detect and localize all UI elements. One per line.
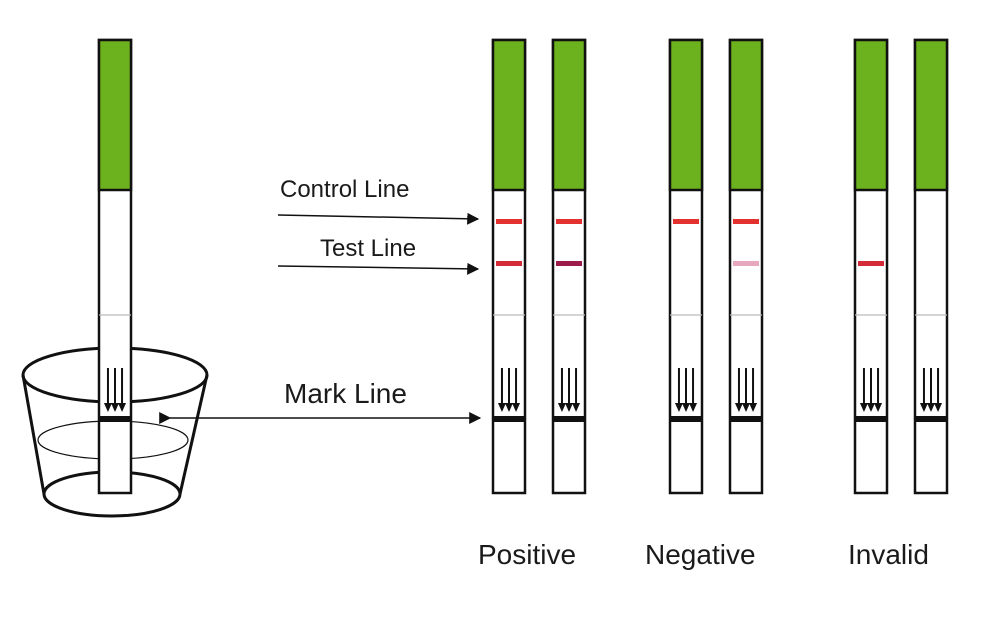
- result-strip-positive: [551, 38, 587, 495]
- mark-line-label: Mark Line: [284, 378, 407, 409]
- strip-handle: [491, 38, 527, 192]
- control-line-mark: [556, 219, 582, 224]
- test-line-mark: [556, 261, 582, 266]
- flow-arrow-head: [565, 403, 573, 412]
- control-line-label: Control Line: [280, 176, 409, 203]
- dipped-strip: [97, 38, 133, 495]
- flow-arrow-head: [734, 403, 743, 412]
- mark-line: [855, 416, 887, 422]
- flow-arrow-head: [867, 403, 875, 412]
- strip-handle: [728, 38, 764, 192]
- flow-arrow-head: [874, 403, 883, 412]
- group-label-invalid: Invalid: [848, 539, 929, 570]
- mark-line: [553, 416, 585, 422]
- strip-handle: [97, 38, 133, 192]
- cup-side-left: [21, 374, 46, 495]
- group-label-positive: Positive: [478, 539, 576, 570]
- control-line-mark: [496, 219, 522, 224]
- flow-arrow-head: [927, 403, 935, 412]
- flow-arrow-head: [111, 403, 119, 412]
- strip-handle: [913, 38, 949, 192]
- flow-arrow-head: [934, 403, 943, 412]
- group-label-negative: Negative: [645, 539, 756, 570]
- flow-arrow-head: [742, 403, 750, 412]
- flow-arrow-head: [682, 403, 690, 412]
- control-line-mark: [673, 219, 699, 224]
- flow-arrow-head: [919, 403, 928, 412]
- mark-line: [99, 416, 131, 422]
- flow-arrow-head: [103, 403, 112, 412]
- flow-arrow-head: [674, 403, 683, 412]
- strip-handle: [668, 38, 704, 192]
- result-strip-positive: [491, 38, 527, 495]
- result-strip-invalid: [913, 38, 949, 495]
- strip-handle: [853, 38, 889, 192]
- test-line-mark: [733, 261, 759, 266]
- test-line-mark: [496, 261, 522, 266]
- result-strip-negative: [728, 38, 764, 495]
- control-line-arrow: [277, 212, 480, 225]
- result-strip-invalid: [853, 38, 889, 495]
- flow-arrow-head: [689, 403, 698, 412]
- mark-line: [730, 416, 762, 422]
- flow-arrow-head: [557, 403, 566, 412]
- flow-arrow-head: [497, 403, 506, 412]
- flow-arrow-head: [749, 403, 758, 412]
- result-strips: [491, 38, 949, 495]
- flow-arrow-head: [505, 403, 513, 412]
- test-line-arrow: [277, 262, 480, 275]
- mark-line: [493, 416, 525, 422]
- test-line-mark: [858, 261, 884, 266]
- flow-arrow-head: [859, 403, 868, 412]
- test-line-label: Test Line: [320, 235, 416, 262]
- flow-arrow-head: [572, 403, 581, 412]
- flow-arrow-head: [512, 403, 521, 412]
- mark-line: [915, 416, 947, 422]
- control-line-mark: [733, 219, 759, 224]
- result-strip-negative: [668, 38, 704, 495]
- cup-side-right: [178, 374, 209, 495]
- strip-handle: [551, 38, 587, 192]
- mark-line: [670, 416, 702, 422]
- flow-arrow-head: [118, 403, 127, 412]
- dipped-test-strip: [97, 38, 133, 495]
